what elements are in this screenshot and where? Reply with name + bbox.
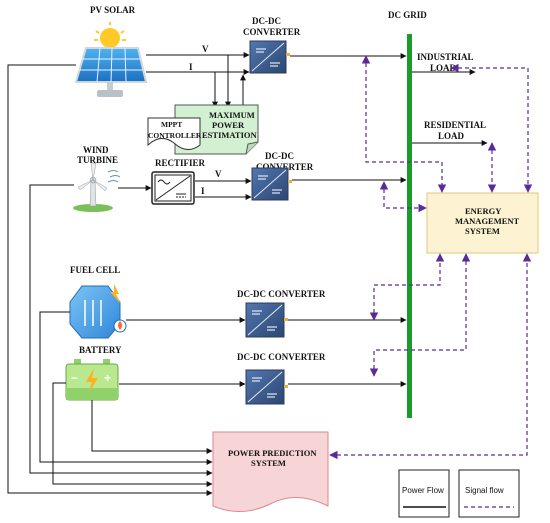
mppt-label-line2: CONTROLLER bbox=[148, 131, 202, 140]
pv-current-label: I bbox=[189, 62, 193, 72]
mpe-label-line1: MAXIMUM bbox=[209, 110, 255, 120]
dc-dc-converter-1-icon bbox=[249, 40, 290, 74]
converter-3-label: DC-DC CONVERTER bbox=[237, 289, 326, 299]
wind-turbine-icon bbox=[73, 162, 121, 212]
converter-1-label-line2: CONVERTER bbox=[243, 27, 301, 37]
pps-label-line2: SYSTEM bbox=[251, 458, 286, 468]
pps-label-line1: POWER PREDICTION bbox=[228, 448, 317, 458]
converter-1-label-line1: DC-DC bbox=[252, 16, 281, 26]
dc-grid-label: DC GRID bbox=[388, 10, 427, 20]
residential-load-label-line2: LOAD bbox=[438, 131, 465, 141]
legend-signal-flow bbox=[458, 469, 520, 518]
fuel-cell-label: FUEL CELL bbox=[70, 265, 120, 275]
mpe-label-line3: ESTIMATION bbox=[202, 130, 257, 140]
dc-dc-converter-3-icon bbox=[245, 302, 288, 338]
rectifier-label: RECTIFIER bbox=[155, 158, 206, 168]
mppt-label-line1: MPPT bbox=[161, 120, 182, 129]
wind-voltage-label: V bbox=[215, 169, 222, 179]
pv-voltage-label: V bbox=[202, 44, 209, 54]
wind-current-label: I bbox=[201, 186, 205, 196]
fuel-cell-icon bbox=[69, 284, 127, 339]
rectifier-icon bbox=[151, 171, 195, 205]
legend-power-flow bbox=[398, 469, 450, 518]
ems-label-line2: MANAGEMENT bbox=[455, 216, 520, 226]
converter-4-label: DC-DC CONVERTER bbox=[237, 352, 326, 362]
wind-turbine-label-line2: TURBINE bbox=[77, 155, 118, 165]
mpe-label-line2: POWER bbox=[212, 120, 245, 130]
converter-2-label-line1: DC-DC bbox=[265, 151, 294, 161]
dc-dc-converter-4-icon bbox=[245, 369, 288, 405]
dc-grid-bus bbox=[407, 34, 412, 418]
pv-solar-icon bbox=[74, 22, 148, 97]
power-prediction-system-box bbox=[212, 431, 329, 512]
svg-text:−: − bbox=[71, 371, 78, 385]
dc-dc-converter-2-icon bbox=[251, 167, 292, 201]
legend-power-flow-label: Power Flow bbox=[402, 486, 444, 495]
industrial-load-label-line1: INDUSTRIAL bbox=[417, 52, 474, 62]
pv-solar-label: PV SOLAR bbox=[90, 5, 136, 15]
ems-label-line3: SYSTEM bbox=[465, 226, 500, 236]
legend-signal-flow-label: Signal flow bbox=[465, 486, 504, 495]
mppt-controller-box bbox=[147, 117, 201, 150]
wind-turbine-label-line1: WIND bbox=[83, 145, 109, 155]
battery-label: BATTERY bbox=[79, 345, 122, 355]
ems-label-line1: ENERGY bbox=[465, 206, 501, 216]
svg-text:+: + bbox=[104, 371, 111, 385]
battery-icon: − + bbox=[65, 359, 119, 401]
converter-2-label-line2: CONVERTER bbox=[256, 162, 314, 172]
energy-management-system-box bbox=[426, 192, 539, 254]
residential-load-label-line1: RESIDENTIAL bbox=[424, 120, 486, 130]
